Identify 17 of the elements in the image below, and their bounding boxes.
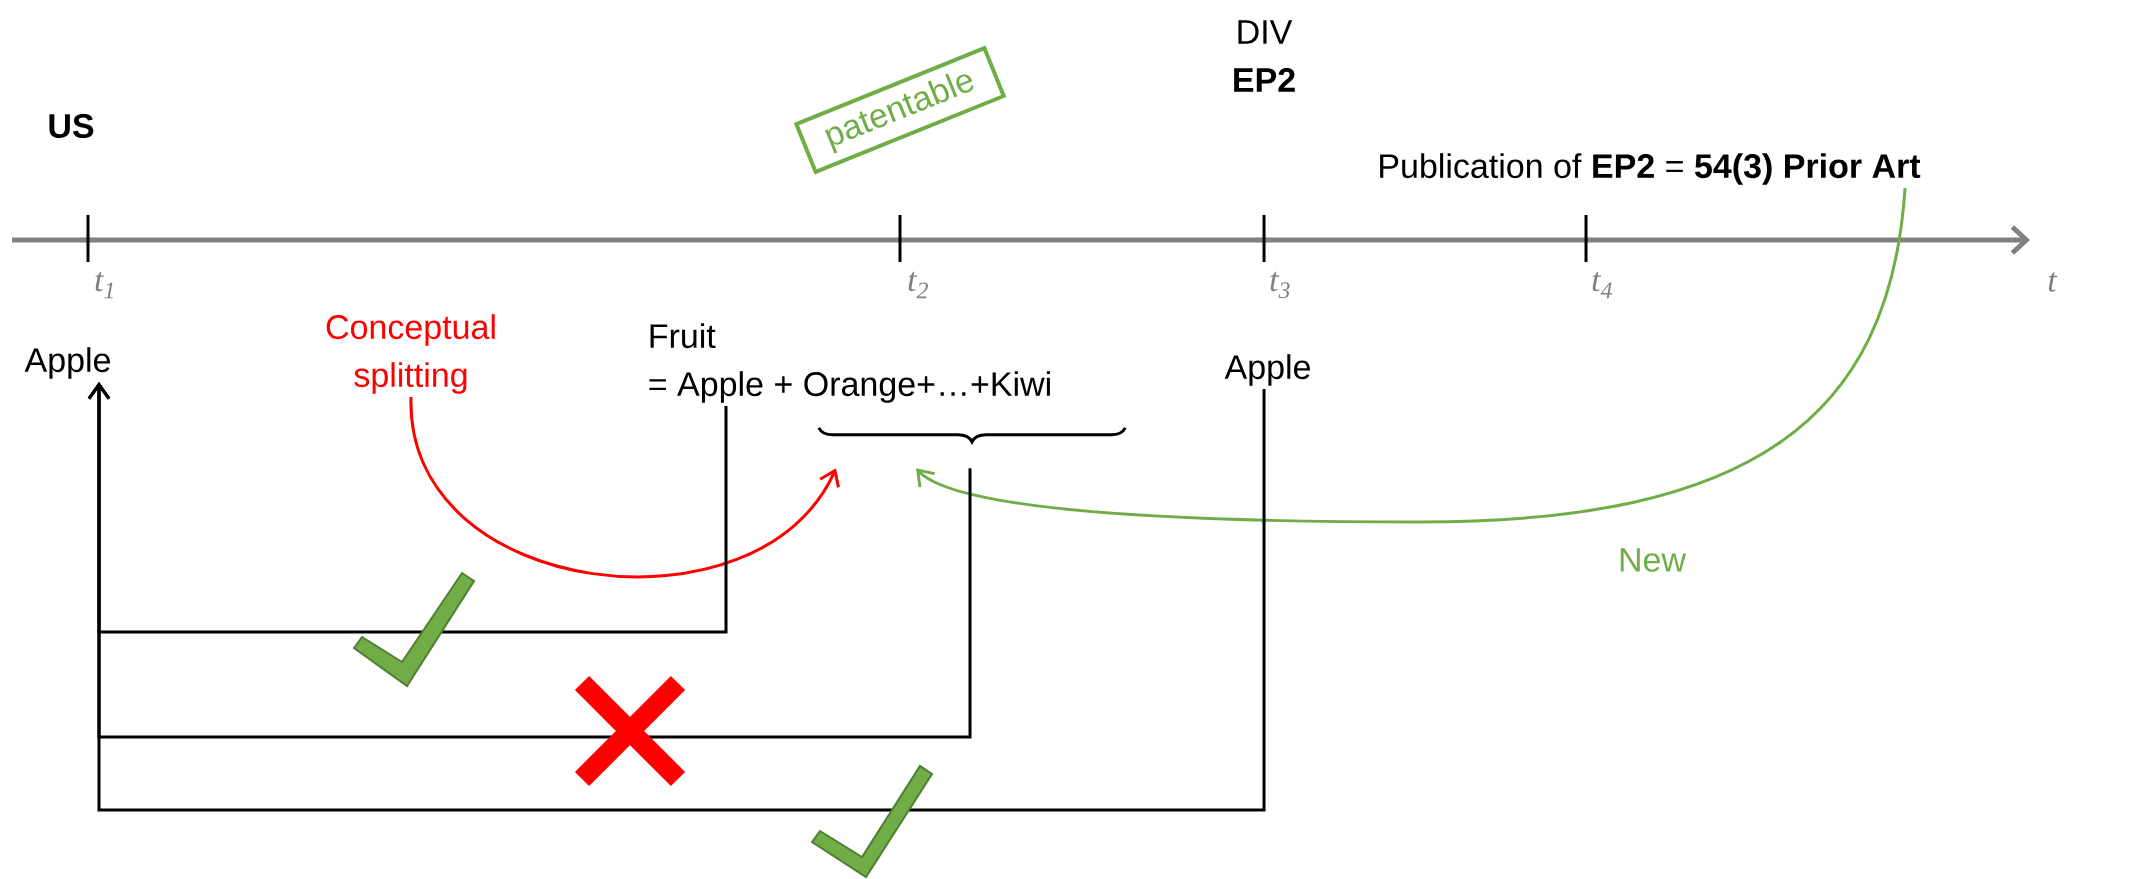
application-label: DIV EP2 <box>1234 20 1295 92</box>
curved-arrow <box>409 396 840 579</box>
curved-arrow <box>916 187 1907 524</box>
axis-label: t$_{3}$ <box>1270 271 1290 299</box>
country-label: US <box>49 113 94 139</box>
axis-label: t <box>2048 272 2058 292</box>
claim-text: Fruit = Apple + Orange+…+Kiwi <box>649 323 1050 403</box>
axis-label: t$_{2}$ <box>908 271 928 299</box>
axis-label: t$_{1}$ <box>95 271 113 299</box>
edge-label: New <box>1616 546 1689 574</box>
annotation-text: Conceptual splitting <box>326 314 495 394</box>
claim-text: Apple <box>24 347 110 379</box>
claim-text: Apple <box>1224 354 1310 386</box>
bracket-arrow <box>87 382 1266 812</box>
brace <box>817 426 1127 444</box>
publication-label: Publication of EP2 = 54(3) Prior Art <box>1380 153 1921 185</box>
axis-label: t$_{4}$ <box>1592 271 1612 299</box>
